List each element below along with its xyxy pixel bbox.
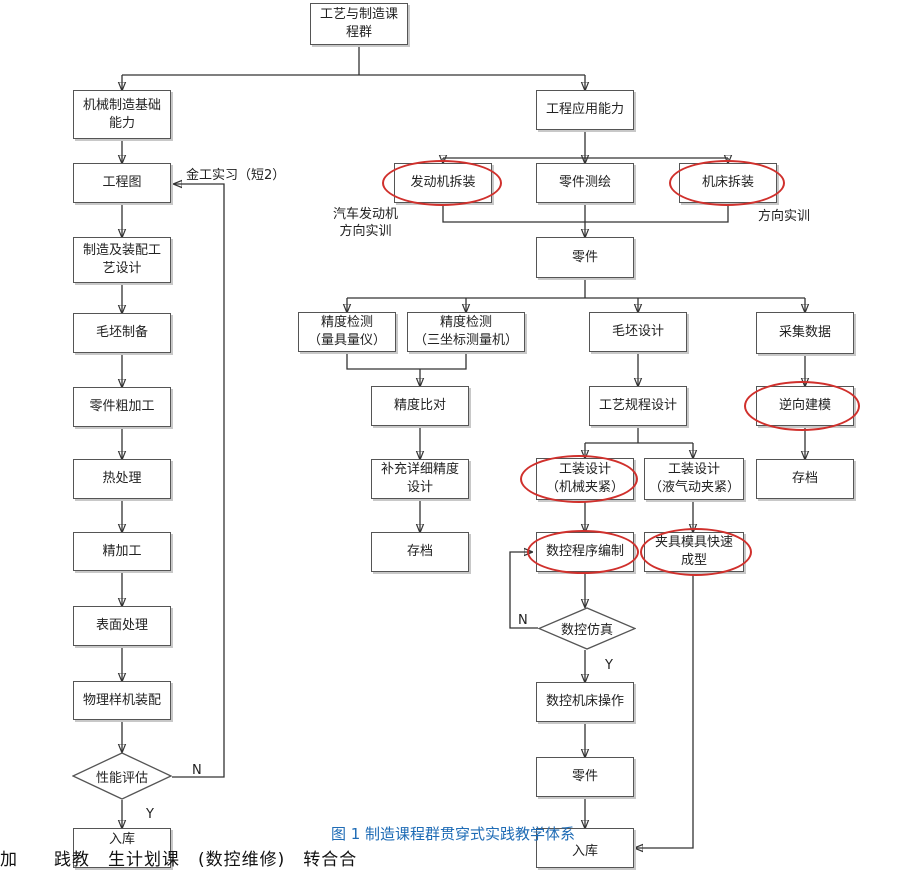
node-surface-treatment: 表面处理 xyxy=(73,606,171,646)
figure-caption: 图 1 制造课程群贯穿式实践教学体系 xyxy=(330,825,576,843)
label-yes-right: Y xyxy=(605,658,613,673)
node-supplement-precision: 补充详细精度 设计 xyxy=(371,459,469,499)
node-finish-machining: 精加工 xyxy=(73,532,171,571)
diamond-shape xyxy=(72,752,172,800)
connector-arrow xyxy=(635,572,694,848)
node-engine-disassembly: 发动机拆装 xyxy=(394,163,492,203)
label-workshop-practice: 金工实习（短2） xyxy=(186,168,286,183)
node-precision-gauge: 精度检测 （量具量仪） xyxy=(298,312,396,352)
node-blank-design: 毛坯设计 xyxy=(589,312,687,352)
feedback-connector xyxy=(509,552,538,629)
label-engine-training: 汽车发动机 方向实训 xyxy=(333,207,399,239)
node-fixture-hydraulic: 工装设计 （液气动夹紧） xyxy=(644,458,744,500)
node-basic-capability: 机械制造基础 能力 xyxy=(73,90,171,139)
node-archive-mid: 存档 xyxy=(371,532,469,572)
node-process-design: 制造及装配工 艺设计 xyxy=(73,237,171,283)
node-part-mapping: 零件测绘 xyxy=(536,163,634,203)
node-process-planning: 工艺规程设计 xyxy=(589,386,687,426)
label-yes-left: Y xyxy=(146,807,154,822)
label-direction-training: 方向实训 xyxy=(758,209,811,224)
node-precision-cmm: 精度检测 （三坐标测量机） xyxy=(407,312,525,352)
node-archive-right: 存档 xyxy=(756,459,854,499)
node-rough-machining: 零件粗加工 xyxy=(73,387,171,427)
node-reverse-modeling: 逆向建模 xyxy=(756,386,854,426)
label-no-left: N xyxy=(192,763,202,778)
node-part: 零件 xyxy=(536,237,634,278)
decision-nc-simulation: 数控仿真 xyxy=(538,607,636,650)
node-collect-data: 采集数据 xyxy=(756,312,854,354)
node-heat-treatment: 热处理 xyxy=(73,459,171,499)
cut-off-body-text: 加 践教 生计划课 (数控维修) 转合合 xyxy=(0,850,358,870)
node-root: 工艺与制造课 程群 xyxy=(310,3,408,45)
node-part-final: 零件 xyxy=(536,757,634,797)
decision-label: 数控仿真 xyxy=(560,623,613,638)
node-engineering-drawing: 工程图 xyxy=(73,163,171,203)
node-precision-compare: 精度比对 xyxy=(371,386,469,426)
diamond-shape xyxy=(538,607,636,650)
node-nc-programming: 数控程序编制 xyxy=(536,532,634,572)
decision-performance-eval: 性能评估 xyxy=(72,752,172,800)
feedback-connector xyxy=(172,184,225,778)
node-application-capability: 工程应用能力 xyxy=(536,90,634,130)
label-no-right: N xyxy=(518,613,528,628)
node-prototype-assembly: 物理样机装配 xyxy=(73,681,171,720)
decision-label: 性能评估 xyxy=(95,770,148,786)
connector xyxy=(346,352,467,370)
node-blank-prep: 毛坯制备 xyxy=(73,313,171,353)
node-rapid-mold: 夹具模具快速 成型 xyxy=(644,532,744,572)
node-lathe-disassembly: 机床拆装 xyxy=(679,163,777,203)
node-fixture-mechanical: 工装设计 （机械夹紧） xyxy=(536,458,634,500)
node-nc-operation: 数控机床操作 xyxy=(536,682,634,722)
